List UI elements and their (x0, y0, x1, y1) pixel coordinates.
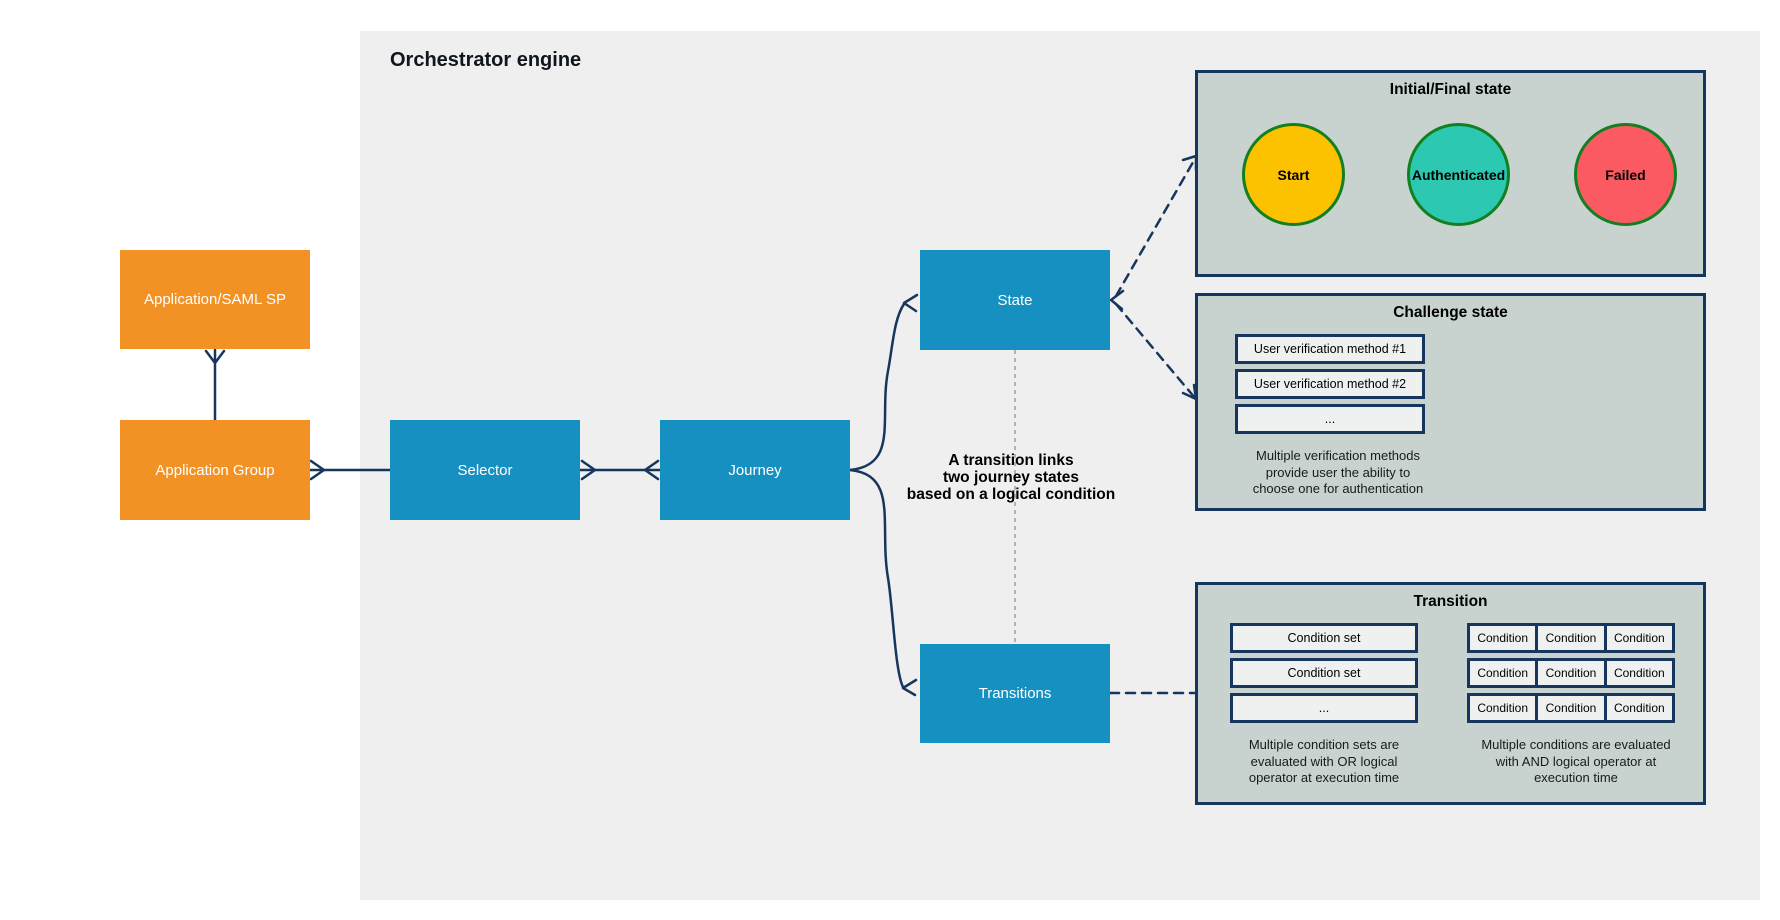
condition-row-3: Condition Condition Condition (1467, 693, 1675, 723)
orchestrator-engine-title: Orchestrator engine (390, 49, 582, 71)
node-application-group: Application Group (120, 420, 310, 520)
node-selector: Selector (390, 420, 580, 520)
condition-cell: Condition (1467, 693, 1539, 723)
node-journey-label: Journey (728, 461, 782, 479)
node-state-label: State (997, 291, 1033, 309)
panel-initial-final-title: Initial/Final state (1389, 81, 1512, 98)
node-journey: Journey (660, 420, 850, 520)
panel-transition-title: Transition (1413, 593, 1488, 610)
condition-set-more: ... (1230, 693, 1418, 723)
condition-cell: Condition (1467, 623, 1539, 653)
panel-transition: Transition Condition set Condition set .… (1195, 582, 1706, 805)
condition-cell: Condition (1603, 693, 1675, 723)
condition-cell: Condition (1467, 658, 1539, 688)
node-state: State (920, 250, 1110, 350)
condition-row-2: Condition Condition Condition (1467, 658, 1675, 688)
connector-saml-to-group-arrowhead (204, 349, 226, 365)
node-application-group-label: Application Group (155, 461, 275, 479)
transition-annotation-line3: based on a logical condition (906, 486, 1116, 503)
transition-annotation-line1: A transition links (948, 452, 1074, 469)
node-transitions-label: Transitions (978, 685, 1052, 702)
verification-method-1: User verification method #1 (1235, 334, 1425, 364)
transition-annotation-line2: two journey states (942, 469, 1080, 486)
verification-method-2: User verification method #2 (1235, 369, 1425, 399)
state-circle-failed-label: Failed (1605, 166, 1646, 183)
connector-group-to-selector-arrowhead (309, 459, 326, 481)
condition-cell: Condition (1535, 693, 1607, 723)
condition-cell: Condition (1603, 623, 1675, 653)
challenge-caption-line1: Multiple verification methods (1255, 448, 1421, 463)
node-application-saml-sp: Application/SAML SP (120, 250, 310, 349)
condition-cell: Condition (1603, 658, 1675, 688)
or-caption-line2: evaluated with OR logical (1250, 753, 1398, 769)
state-circle-authenticated-label: Authenticated (1411, 166, 1506, 183)
node-selector-label: Selector (457, 461, 513, 479)
condition-set-2: Condition set (1230, 658, 1418, 688)
condition-cell: Condition (1535, 658, 1607, 688)
state-circle-authenticated: Authenticated (1407, 123, 1510, 226)
or-caption-line3: operator at execution time (1248, 770, 1400, 785)
verification-method-more: ... (1235, 404, 1425, 434)
condition-cell: Condition (1535, 623, 1607, 653)
or-caption-line1: Multiple condition sets are (1248, 737, 1400, 752)
node-application-saml-sp-label: Application/SAML SP (143, 291, 287, 308)
condition-set-1: Condition set (1230, 623, 1418, 653)
challenge-caption: Multiple verification methods provide us… (1223, 448, 1453, 498)
and-caption-line1: Multiple conditions are evaluated (1481, 737, 1671, 752)
condition-row-1: Condition Condition Condition (1467, 623, 1675, 653)
challenge-caption-line2: provide user the ability to (1265, 464, 1411, 480)
and-caption-line3: execution time (1534, 770, 1618, 785)
state-circle-start: Start (1242, 123, 1345, 226)
panel-challenge-title: Challenge state (1393, 304, 1508, 321)
and-caption-line2: with AND logical operator at (1495, 753, 1657, 769)
challenge-caption-line3: choose one for authentication (1252, 481, 1424, 496)
panel-initial-final-state: Initial/Final state Start Authenticated … (1195, 70, 1706, 277)
panel-challenge-state: Challenge state User verification method… (1195, 293, 1706, 511)
or-caption: Multiple condition sets are evaluated wi… (1214, 737, 1434, 787)
and-caption: Multiple conditions are evaluated with A… (1450, 737, 1702, 787)
node-transitions: Transitions (920, 644, 1110, 743)
state-circle-failed: Failed (1574, 123, 1677, 226)
transition-annotation: A transition links two journey states ba… (880, 452, 1142, 503)
state-circle-start-label: Start (1277, 166, 1310, 183)
